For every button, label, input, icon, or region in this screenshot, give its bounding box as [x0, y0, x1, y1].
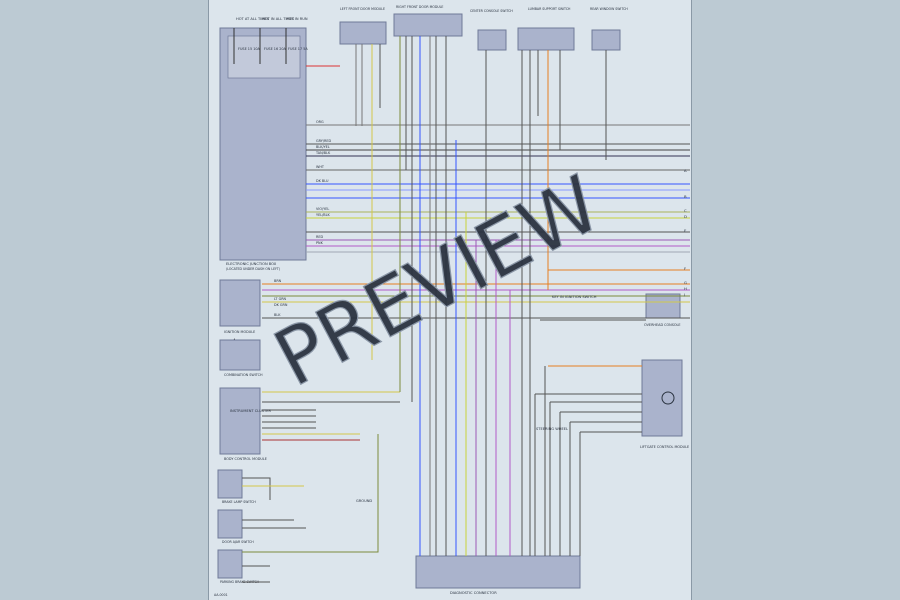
right-end-1: A: [684, 168, 687, 173]
wire-label-13: BRN: [274, 279, 282, 283]
wire-label-14: BLK: [274, 313, 281, 317]
right-end-8: H: [684, 286, 687, 291]
liftgate-wires: [535, 269, 690, 433]
fuse-title-1: HOT AT ALL TIMES: [236, 17, 270, 21]
wire-label-8: RED: [316, 235, 323, 239]
ignition-module-label: IGNITION MODULE: [224, 330, 255, 334]
fuse-wires: [233, 28, 287, 64]
top-connector-1: [339, 21, 387, 45]
door-switch-box: [217, 509, 243, 539]
wire-label-9: PNK: [316, 241, 324, 245]
preview-watermark: PREVIEW: [261, 159, 615, 404]
wire-label-12: DK GRN: [274, 303, 288, 307]
combination-switch-label: COMBINATION SWITCH: [224, 373, 263, 377]
overhead-console-box: [645, 293, 681, 319]
top-connector-5: [591, 29, 621, 51]
top-module-5: REAR WINDOW SWITCH: [590, 7, 628, 11]
wire-label-1: ORG: [316, 120, 324, 124]
bottom-connector-label: DIAGNOSTIC CONNECTOR: [450, 591, 497, 595]
bottom-connector-box: [415, 555, 581, 589]
liftgate-module-label: LIFTGATE CONTROL MODULE: [640, 445, 689, 449]
wire-label-2: GRY/RED: [316, 139, 331, 143]
top-module-2: RIGHT FRONT DOOR MODULE: [396, 5, 443, 9]
fuse-box-sub: (LOCATED UNDER DASH ON LEFT): [226, 267, 280, 271]
fuse-title-2: HOT IN ALL TIMES: [262, 17, 295, 21]
body-control-module-box: [219, 387, 261, 455]
key-ignition-label: KEY IN IGNITION SWITCH: [552, 295, 597, 299]
top-module-3: CENTER CONSOLE SWITCH: [470, 9, 513, 13]
right-end-7: G: [684, 280, 687, 285]
wire-label-10: YEL/BLK: [316, 213, 330, 217]
fuse-panel: [227, 35, 301, 79]
right-end-4: D: [684, 214, 687, 219]
top-connector-2: [393, 13, 463, 37]
horizontal-wires: [262, 65, 690, 441]
right-end-9: J: [683, 292, 685, 297]
page-id: AA-0001: [214, 593, 228, 597]
fuse-label-3: FUSE 17 5A: [288, 47, 308, 51]
right-end-6: F: [684, 266, 686, 271]
brake-switch-box: [217, 469, 243, 499]
steering-wheel-label: STEERING WHEEL: [536, 427, 568, 431]
wire-label-6: TAN/BLK: [315, 151, 331, 155]
wire-label-3: BLK/YEL: [316, 145, 330, 149]
right-end-3: C: [684, 208, 687, 213]
combination-switch-box: [219, 339, 261, 371]
wire-label-5: WHT: [316, 165, 325, 169]
wire-label-7: VIO/YEL: [316, 207, 329, 211]
fuse-title-3: HOT IN RUN: [286, 17, 308, 21]
wire-label-11: LT GRN: [274, 297, 287, 301]
instrument-cluster-label: INSTRUMENT CLUSTER: [230, 409, 271, 413]
ground-label: GROUND: [356, 499, 372, 503]
lower-loops: [242, 434, 379, 583]
wire-label-group: ORG GRY/RED BLK/YEL DK BLU WHT TAN/BLK V…: [274, 120, 331, 317]
fuse-box-label: ELECTRONIC JUNCTION BOX: [226, 262, 277, 266]
brake-switch-label: BRAKE LAMP SWITCH: [222, 500, 256, 504]
liftgate-module-symbol: [661, 391, 675, 405]
parking-brake-label: PARKING BRAKE SWITCH: [220, 580, 260, 584]
top-connector-3: [477, 29, 507, 51]
right-end-letters: A B C D E F G H J: [683, 168, 687, 297]
top-module-1: LEFT FRONT DOOR MODULE: [340, 7, 385, 11]
body-control-module-label: BODY CONTROL MODULE: [224, 457, 267, 461]
fuse-label-2: FUSE 16 20A: [264, 47, 287, 51]
wire-label-4: DK BLU: [316, 179, 329, 183]
right-end-2: B: [684, 194, 687, 199]
fuse-label-1: FUSE 15 10A: [238, 47, 261, 51]
right-end-5: E: [684, 228, 687, 233]
top-connector-4: [517, 27, 575, 51]
vertical-wires: [355, 36, 607, 556]
top-module-4: LUMBAR SUPPORT SWITCH: [528, 7, 571, 11]
parking-brake-box: [217, 549, 243, 579]
ignition-module-box: [219, 279, 261, 327]
door-switch-label: DOOR AJAR SWITCH: [222, 540, 254, 544]
overhead-console-label: OVERHEAD CONSOLE: [644, 323, 681, 327]
